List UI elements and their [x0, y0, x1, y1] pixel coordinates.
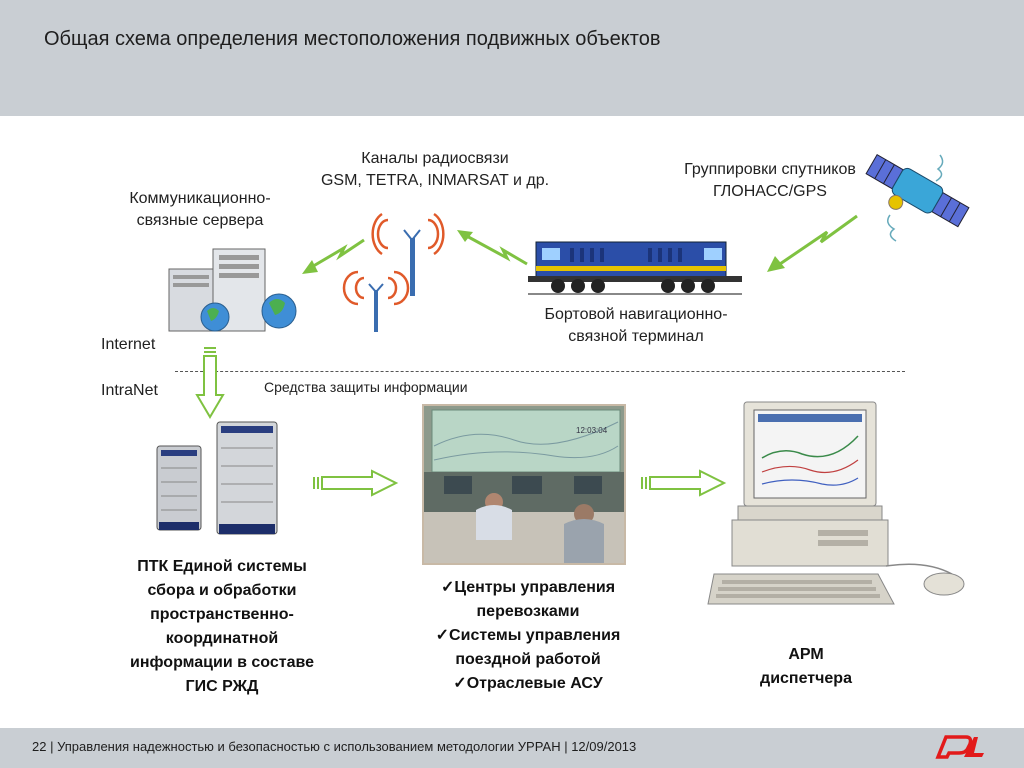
header-bar [0, 0, 1024, 116]
label-ptk-system: ПТК Единой системы сбора и обработки про… [130, 558, 314, 695]
satellite-icon [865, 153, 970, 242]
right-arrow-icon [641, 469, 727, 497]
signal-arrow-satellite-to-train [767, 214, 858, 272]
label-onboard-terminal: Бортовой навигационно- связной терминал [544, 306, 728, 345]
footer-bar [0, 728, 1024, 768]
communication-servers-icon [168, 248, 297, 332]
label-internet: Internet [101, 336, 156, 353]
ptk-servers-icon [156, 421, 278, 535]
network-boundary-line [175, 371, 905, 372]
right-arrow-icon [313, 469, 399, 497]
label-intranet: IntraNet [101, 382, 158, 399]
signal-arrow-train-to-towers [457, 230, 528, 266]
page-title: Общая схема определения местоположения п… [44, 28, 661, 50]
down-arrow-icon [195, 347, 225, 419]
label-security: Средства защиты информации [264, 379, 468, 395]
radio-tower-icon [342, 212, 445, 332]
page-number: 22 [32, 739, 47, 754]
screen-clock: 12:03:04 [576, 426, 608, 435]
dispatcher-workstation-icon [707, 401, 965, 605]
label-satellites: Группировки спутников ГЛОНАСС/GPS [684, 161, 856, 200]
signal-arrow-towers-to-servers [302, 238, 365, 274]
locomotive-icon [528, 241, 742, 295]
footer-text: 22 | Управления надежностью и безопаснос… [32, 739, 636, 754]
label-arm-dispatcher: АРМ диспетчера [760, 646, 852, 687]
rzd-logo [934, 731, 990, 763]
label-radio-channels: Каналы радиосвязи GSM, TETRA, INMARSAT и… [320, 150, 550, 189]
footer-caption: | Управления надежностью и безопасностью… [50, 739, 637, 754]
label-servers: Коммуникационно- связные сервера [129, 190, 271, 229]
control-centers-list: ✓Центры управления перевозками ✓Системы … [435, 579, 621, 692]
control-room-photo: 12:03:04 [422, 404, 626, 565]
